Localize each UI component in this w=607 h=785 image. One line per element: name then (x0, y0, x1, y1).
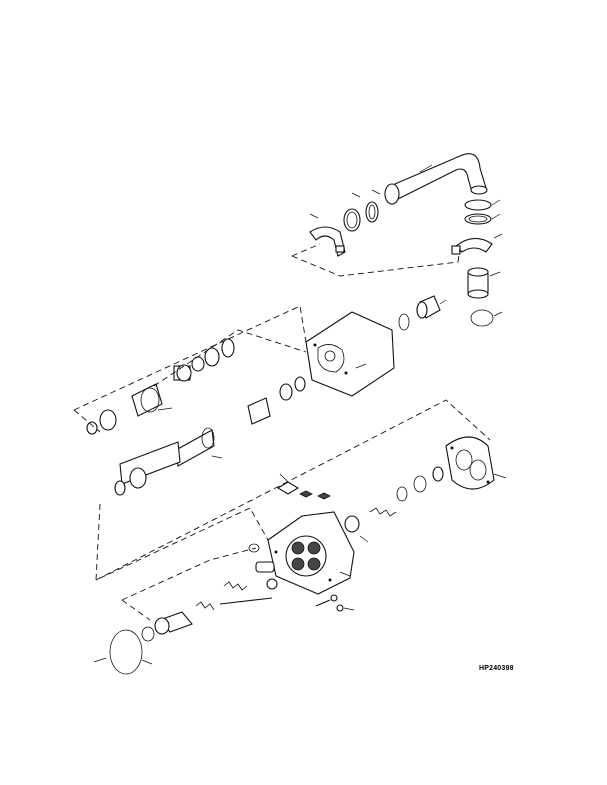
drive-gear-upper (86, 338, 235, 435)
gear-housing (305, 311, 395, 397)
plunger-and-spring (195, 543, 278, 611)
drive-gear-lower (114, 376, 306, 496)
elbow-fitting (467, 267, 501, 299)
cover-gasket (445, 436, 507, 490)
clamp-left (309, 213, 346, 257)
figure-id-label: HP240398 (479, 665, 514, 672)
inlet-adapter (398, 295, 447, 331)
relief-valve-parts (344, 466, 444, 543)
snap-ring-upper (470, 309, 503, 327)
seal-rings-right (464, 199, 501, 225)
shaft-sleeve (141, 611, 193, 642)
fittings-top (276, 473, 331, 500)
bolt-and-washer (315, 594, 355, 612)
pump-body (267, 511, 355, 595)
grouping-lines (73, 243, 491, 621)
o-ring (93, 629, 153, 675)
seal-rings-left (343, 189, 381, 232)
inlet-tube (384, 153, 488, 205)
